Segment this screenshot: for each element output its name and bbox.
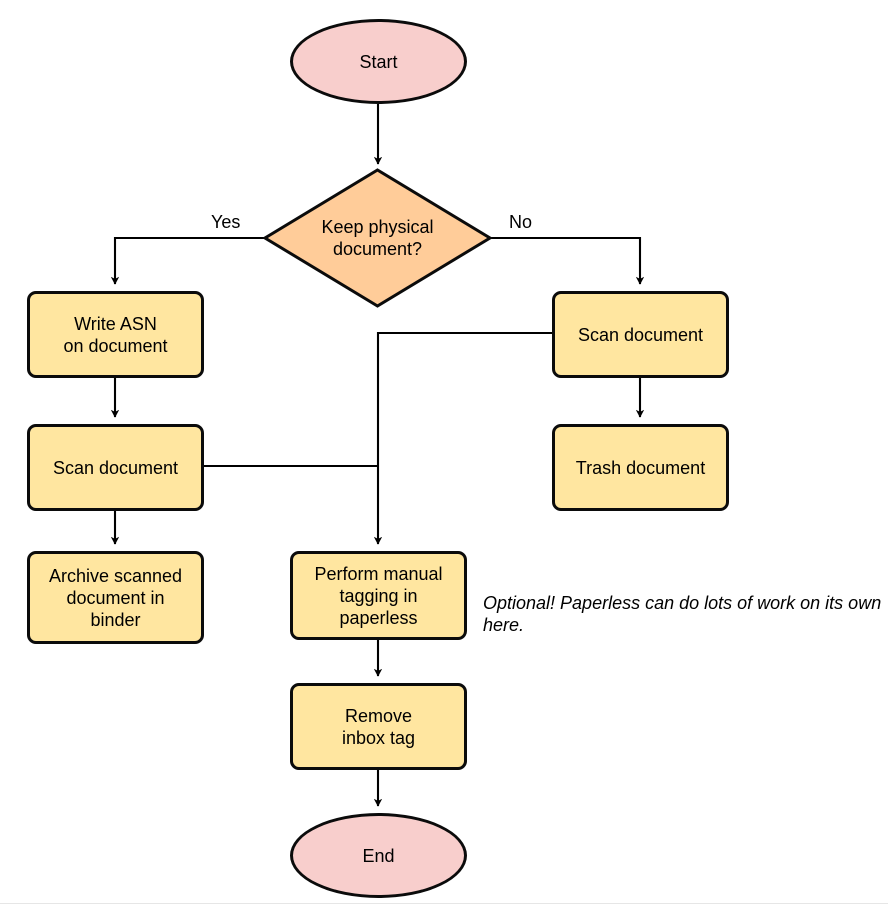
node-decision-keep-physical-document[interactable]: Keep physical document? [270, 205, 485, 271]
node-tagging-label: Perform manual tagging in paperless [314, 563, 443, 628]
node-scan-document-left-label: Scan document [52, 457, 179, 478]
node-end-label: End [362, 845, 395, 866]
node-write-asn-on-document[interactable]: Write ASN on document [27, 291, 204, 378]
edge-decision-no-to-scan-right [490, 236, 645, 285]
node-trash-document-label: Trash document [575, 457, 706, 478]
node-end[interactable]: End [290, 813, 467, 898]
node-write-asn-label: Write ASN on document [63, 313, 168, 356]
bottom-rule [0, 903, 888, 904]
node-scan-document-left[interactable]: Scan document [27, 424, 204, 511]
node-scan-document-right[interactable]: Scan document [552, 291, 729, 378]
node-start[interactable]: Start [290, 19, 467, 104]
node-archive-label: Archive scanned document in binder [48, 565, 183, 630]
node-decision-label: Keep physical document? [321, 217, 434, 259]
annotation-optional-note: Optional! Paperless can do lots of work … [483, 593, 882, 635]
edge-label-no: No [509, 212, 533, 232]
node-scan-document-right-label: Scan document [577, 324, 704, 345]
node-archive-scanned-document-in-binder[interactable]: Archive scanned document in binder [27, 551, 204, 644]
node-perform-manual-tagging-in-paperless[interactable]: Perform manual tagging in paperless [290, 551, 467, 640]
node-remove-inbox-tag[interactable]: Remove inbox tag [290, 683, 467, 770]
node-remove-inbox-tag-label: Remove inbox tag [341, 705, 416, 748]
edge-decision-yes-to-write-asn [110, 236, 265, 285]
edge-scan-right-to-tagging [373, 331, 552, 545]
edge-label-yes: Yes [211, 212, 241, 232]
node-start-label: Start [359, 51, 398, 72]
node-trash-document[interactable]: Trash document [552, 424, 729, 511]
